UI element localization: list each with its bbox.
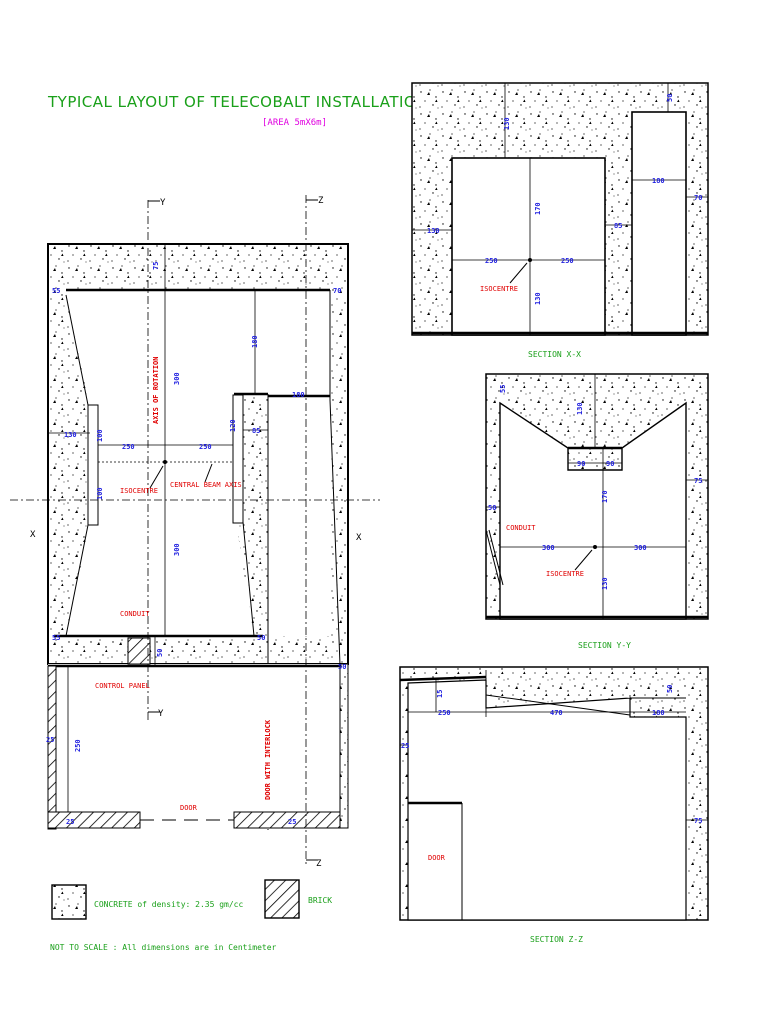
legend-concrete-swatch — [51, 884, 87, 920]
yy-dim-right: 75 — [694, 477, 702, 485]
xx-dim-half-left: 250 — [485, 257, 498, 265]
zz-dim-w1: 250 — [438, 709, 451, 717]
xx-dim-half-right: 250 — [561, 257, 574, 265]
plan-dim-side: 85 — [252, 427, 260, 435]
plan-brick-conduit — [127, 637, 151, 665]
yy-dim-floor: 130 — [601, 577, 609, 590]
scale-note: NOT TO SCALE : All dimensions are in Cen… — [50, 943, 277, 952]
zz-dim-w3: 180 — [652, 709, 665, 717]
yy-label-isocentre: ISOCENTRE — [546, 570, 584, 578]
plan-dim-half-left: 250 — [122, 443, 135, 451]
plan-view: Y Y Z Z X X 75 55 70 130 100 100 250 250… — [10, 195, 380, 869]
xx-dim-floor: 130 — [534, 292, 542, 305]
plan-dim-top-wall: 75 — [152, 262, 160, 270]
xx-dim-left-wall: 130 — [427, 227, 440, 235]
zz-dim-roof-step: 50 — [666, 685, 674, 693]
plan-dim-maze-right: 50 — [338, 663, 346, 671]
plan-dim-corner-left: 55 — [52, 287, 60, 295]
section-yy: 55 130 90 90 170 50 75 300 300 130 CONDU… — [485, 373, 709, 650]
plan-treatment-room — [66, 290, 330, 636]
plan-dim-right-col: 180 — [251, 335, 259, 348]
plan-brick-left — [47, 665, 57, 830]
zz-dim-roof: 15 — [436, 690, 444, 698]
legend: CONCRETE of density: 2.35 gm/cc BRICK NO… — [50, 879, 332, 952]
plan-dim-ctrl-height: 250 — [74, 739, 82, 752]
plan-dim-maze-width: 180 — [292, 391, 305, 399]
yy-dim-left: 50 — [488, 504, 496, 512]
plan-isocentre-marker — [163, 460, 167, 464]
yy-dim-inner-left: 90 — [577, 460, 585, 468]
xx-dim-roof-right: 50 — [666, 94, 674, 102]
yy-dim-corner: 55 — [499, 385, 507, 393]
yy-label-conduit: CONDUIT — [506, 524, 536, 532]
legend-brick-swatch — [264, 879, 300, 919]
svg-text:X: X — [356, 533, 362, 543]
plan-dim-half-right: 250 — [199, 443, 212, 451]
plan-dim-upper: 300 — [173, 372, 181, 385]
plan-dim-bay-top: 100 — [96, 429, 104, 442]
svg-text:Y: Y — [160, 198, 166, 208]
zz-dim-left: 25 — [401, 742, 409, 750]
plan-brick-bottom-left — [47, 811, 141, 829]
plan-dim-bottom-right: 50 — [257, 634, 265, 642]
plan-label-central-beam-axis: CENTRAL BEAM AXIS — [170, 481, 242, 489]
xx-dim-height: 170 — [534, 202, 542, 215]
plan-dim-bottom-left: 55 — [52, 634, 60, 642]
plan-label-axis-rotation: AXIS OF ROTATION — [152, 357, 160, 424]
svg-text:X: X — [30, 530, 36, 540]
xx-dim-step: 85 — [614, 222, 622, 230]
drawing-title: TYPICAL LAYOUT OF TELECOBALT INSTALLATIO… — [47, 93, 428, 111]
xx-caption: SECTION X-X — [528, 350, 581, 359]
plan-label-isocentre: ISOCENTRE — [120, 487, 158, 495]
xx-dim-maze: 180 — [652, 177, 665, 185]
svg-text:Z: Z — [316, 859, 322, 869]
xx-dim-right: 70 — [694, 194, 702, 202]
plan-label-conduit: CONDUIT — [120, 610, 150, 618]
yy-dim-height: 170 — [601, 490, 609, 503]
section-zz: 15 50 250 470 180 25 75 DOOR SECTION Z-Z — [399, 666, 709, 944]
plan-dim-bay-bottom: 100 — [96, 487, 104, 500]
plan-label-door: DOOR — [180, 804, 198, 812]
yy-dim-roof: 130 — [576, 402, 584, 415]
yy-dim-half-left: 300 — [542, 544, 555, 552]
legend-concrete-label: CONCRETE of density: 2.35 gm/cc — [94, 900, 243, 909]
plan-label-door-interlock: DOOR WITH INTERLOCK — [264, 719, 272, 800]
plan-dim-door-right: 25 — [288, 818, 296, 826]
svg-text:Z: Z — [318, 196, 324, 206]
zz-label-door: DOOR — [428, 854, 446, 862]
plan-dim-bottom-mid: 50 — [156, 649, 164, 657]
plan-label-control-panel: CONTROL PANEL — [95, 682, 150, 690]
plan-dim-left-wall: 130 — [64, 431, 77, 439]
svg-text:Y: Y — [158, 709, 164, 719]
plan-dim-corner-right: 70 — [333, 287, 341, 295]
legend-brick-label: BRICK — [308, 896, 332, 905]
zz-dim-w2: 470 — [550, 709, 563, 717]
section-xx: 130 50 130 170 250 250 130 85 180 70 ISO… — [411, 82, 709, 359]
xx-label-isocentre: ISOCENTRE — [480, 285, 518, 293]
plan-dim-lower: 300 — [173, 543, 181, 556]
plan-dim-ctrl-wall: 25 — [46, 736, 54, 744]
xx-dim-roof: 130 — [503, 117, 511, 130]
drawing-subtitle: [AREA 5mX6m] — [262, 118, 327, 128]
yy-dim-inner-right: 90 — [606, 460, 614, 468]
zz-caption: SECTION Z-Z — [530, 935, 583, 944]
zz-dim-right: 75 — [694, 817, 702, 825]
plan-dim-step: 120 — [229, 419, 237, 432]
yy-dim-half-right: 300 — [634, 544, 647, 552]
yy-caption: SECTION Y-Y — [578, 641, 631, 650]
plan-dim-door-left: 25 — [66, 818, 74, 826]
